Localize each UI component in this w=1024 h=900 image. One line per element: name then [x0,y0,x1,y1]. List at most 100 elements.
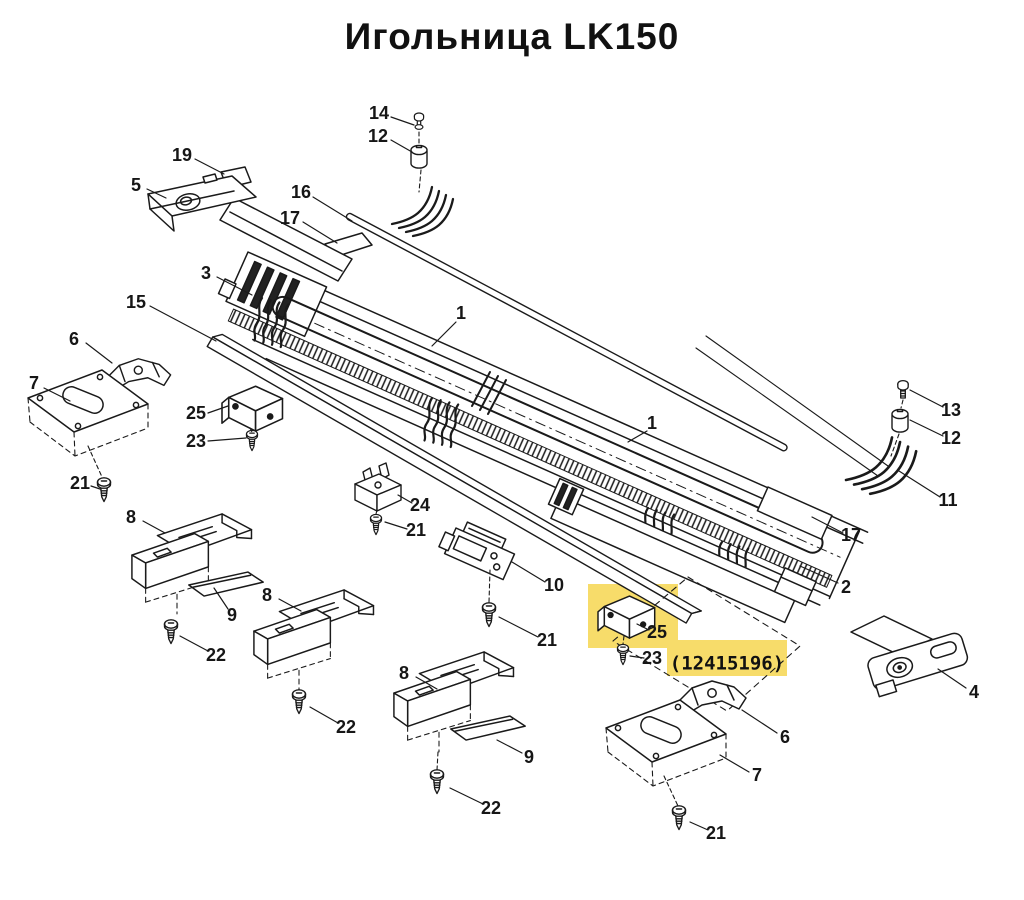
leader-line-5 [146,188,167,199]
leader-line-2 [799,565,839,584]
part-7-plate-left [27,369,149,457]
part-label-13: 13 [941,400,961,420]
part-14-screw [413,112,425,130]
part-label-22: 22 [336,717,356,737]
part-label-23: 23 [186,431,206,451]
part-label-25: 25 [647,622,667,642]
part-label-19: 19 [172,145,192,165]
part-22-screw [163,619,179,645]
part-label-11: 11 [938,490,957,510]
leader-line-16 [312,196,353,222]
part-21-screw [481,602,497,628]
cross-bars [471,371,507,415]
part-label-12: 12 [941,428,961,448]
part-25-bracket-left [221,385,284,432]
part-7-plate-right [605,699,727,787]
part-12-cap-top [410,144,428,169]
part-11-harness-top [390,185,455,238]
part-9-strip [449,711,527,745]
leader-line-6 [741,709,778,734]
part-5-bracket [147,173,353,282]
part-8-bracket [393,651,515,753]
leader-line-1 [431,321,457,347]
part-4-lever [850,615,969,698]
part-label-21: 21 [70,473,90,493]
leader-line-23 [629,655,645,659]
part-label-2: 2 [841,577,851,597]
leader-line-9 [496,739,523,754]
part-label-9: 9 [227,605,237,625]
part-label-3: 3 [201,263,211,283]
leader-line-14 [390,116,415,126]
leader-line-22 [309,706,339,724]
part-23-screw [245,429,259,452]
part-10-slider [438,521,516,581]
part-label-9: 9 [524,747,534,767]
leader-line-7 [43,387,71,402]
leader-line-21 [90,485,101,490]
leader-line-11 [898,470,941,498]
part-label-12: 12 [368,126,388,146]
part-label-21: 21 [406,520,426,540]
needle-bed-assembly [217,251,889,606]
part-8-bracket [253,589,375,691]
leader-line-3 [216,276,253,296]
leader-line-7 [719,754,750,773]
part-22-screw [291,689,307,715]
leader-line-25 [207,405,229,414]
part-21-screw [369,513,383,536]
page-title: Игольница LK150 [344,16,680,57]
leader-line-24 [397,494,413,504]
guide-line [705,335,889,467]
part-label-10: 10 [544,575,564,595]
part-label-5: 5 [131,175,141,195]
assembly-dashed-connectors [87,131,904,807]
leader-line-8 [278,598,302,612]
leader-line-6 [85,342,113,364]
part-21-screw [96,477,112,503]
part-label-4: 4 [969,682,979,702]
leader-line-23 [207,437,247,442]
part-label-22: 22 [206,645,226,665]
part-17-plate-right [756,486,833,540]
part-label-16: 16 [291,182,311,202]
leader-line-21 [384,521,408,530]
part-label-25: 25 [186,403,206,423]
leader-line-21 [498,616,539,638]
part-label-14: 14 [369,103,389,123]
part-21-screw [671,805,687,831]
leader-line-15 [149,305,217,342]
part-label-8: 8 [126,507,136,527]
part-9-strip [187,567,265,601]
leader-line-17 [302,221,338,244]
part-label-7: 7 [29,373,39,393]
part-label-7: 7 [752,765,762,785]
part-label-1: 1 [456,303,466,323]
leader-line-13 [909,389,944,408]
part-label-8: 8 [262,585,272,605]
part-label-17: 17 [280,208,300,228]
part-2-bar [547,477,817,624]
leader-line-1 [627,430,648,443]
leader-line-22 [179,635,209,652]
part-label-23: 23 [642,648,662,668]
part-15-rail [206,333,702,624]
leader-line-21 [689,821,709,831]
part-12-cap-right [891,408,909,433]
guide-line [695,347,879,477]
leader-line-12 [909,419,944,437]
leader-line-19 [194,158,225,175]
leader-line-10 [511,561,546,583]
part-8-bracket [131,513,253,615]
part-label-22: 22 [481,798,501,818]
part-label-17: 17 [841,525,861,545]
leader-line-22 [449,787,484,805]
part-11-harness-right [844,436,918,496]
leader-line-9 [213,587,229,610]
leader-line-25 [636,623,650,631]
part-label-24: 24 [410,495,430,515]
part-label-21: 21 [537,630,557,650]
